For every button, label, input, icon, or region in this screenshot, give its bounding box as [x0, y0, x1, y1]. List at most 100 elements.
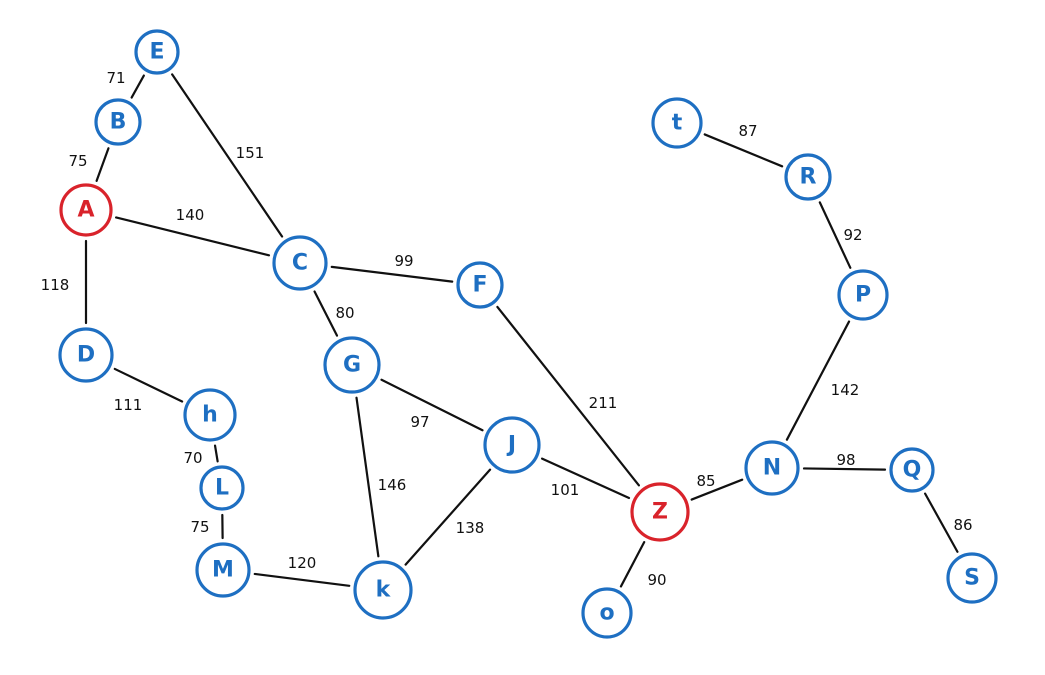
edge-c-g [313, 290, 339, 337]
edge-n-q [802, 467, 887, 471]
edge-weight-r-t: 87 [738, 122, 757, 140]
edge-a-c [114, 216, 271, 257]
edge-g-j [380, 378, 484, 432]
node-circle [323, 336, 381, 394]
node-circle [889, 447, 935, 493]
edge-e-b [130, 74, 145, 99]
node-label: R [800, 165, 817, 190]
node-circle [195, 542, 251, 598]
edge-weight-c-g: 80 [335, 304, 354, 322]
node-e: E [134, 29, 180, 75]
edge-n-p [785, 320, 851, 441]
edge-k-j [404, 468, 492, 566]
edge-weight-f-z: 211 [589, 394, 618, 412]
node-label: L [215, 476, 229, 501]
edge-weight-m-k: 120 [288, 554, 317, 572]
edge-b-a [95, 147, 110, 182]
node-label: A [77, 198, 94, 223]
node-a: A [59, 183, 113, 237]
node-label: S [964, 566, 980, 591]
node-o: o [581, 587, 633, 639]
node-circle [58, 327, 114, 383]
edge-weight-n-q: 98 [836, 451, 855, 469]
edge-weight-d-h: 111 [114, 396, 143, 414]
node-d: D [58, 327, 114, 383]
node-label: C [292, 251, 308, 276]
edge-q-s [924, 492, 959, 553]
node-circle [134, 29, 180, 75]
edge-c-f [330, 265, 454, 283]
edge-j-z [540, 457, 631, 500]
edge-weight-p-r: 92 [843, 226, 862, 244]
node-circle [183, 388, 237, 442]
edge-weight-a-d: 118 [41, 276, 70, 294]
edge-p-r [818, 201, 852, 269]
edge-weight-c-f: 99 [394, 252, 413, 270]
node-label: o [599, 601, 614, 626]
node-z: Z [630, 482, 690, 542]
edge-e-c [171, 73, 284, 238]
node-circle [581, 587, 633, 639]
node-label: k [376, 578, 392, 603]
node-label: h [202, 403, 218, 428]
node-g: G [323, 336, 381, 394]
node-circle [199, 465, 245, 511]
edge-weight-a-c: 140 [176, 206, 205, 224]
edge-h-l [213, 444, 219, 463]
node-q: Q [889, 447, 935, 493]
node-circle [456, 261, 504, 309]
node-r: R [784, 153, 832, 201]
node-n: N [744, 440, 800, 496]
node-label: P [855, 283, 871, 308]
edge-g-k [355, 396, 380, 558]
node-label: B [110, 110, 127, 135]
node-c: C [272, 235, 328, 291]
edge-weight-g-k: 146 [378, 476, 407, 494]
edge-z-o [619, 541, 646, 588]
node-s: S [946, 552, 998, 604]
edge-weight-l-m: 75 [190, 518, 209, 536]
edge-d-h [113, 367, 184, 403]
edges-layer [84, 73, 959, 588]
node-circle [784, 153, 832, 201]
node-circle [94, 98, 142, 146]
node-p: P [837, 269, 889, 321]
node-circle [946, 552, 998, 604]
node-circle [651, 97, 703, 149]
node-label: M [212, 558, 234, 583]
node-label: t [672, 111, 683, 136]
node-label: D [77, 343, 95, 368]
node-h: h [183, 388, 237, 442]
node-t: t [651, 97, 703, 149]
node-circle [744, 440, 800, 496]
node-circle [353, 560, 413, 620]
node-circle [837, 269, 889, 321]
node-label: E [149, 40, 164, 65]
edge-weight-g-j: 97 [410, 413, 429, 431]
node-label: J [506, 433, 516, 458]
edge-weight-e-c: 151 [236, 144, 265, 162]
edge-z-n [690, 478, 744, 501]
node-circle [630, 482, 690, 542]
node-l: L [199, 465, 245, 511]
edge-weight-z-o: 90 [647, 571, 666, 589]
edge-m-k [253, 572, 351, 587]
node-label: N [763, 456, 781, 481]
node-k: k [353, 560, 413, 620]
nodes-layer: E B A D C F GhL Mk J Zo N Q S P Rt [58, 29, 998, 639]
node-b: B [94, 98, 142, 146]
edge-weight-q-s: 86 [953, 516, 972, 534]
node-circle [483, 416, 541, 474]
edge-weight-e-b: 71 [106, 69, 125, 87]
node-circle [59, 183, 113, 237]
node-label: Z [652, 500, 668, 525]
node-f: F [456, 261, 504, 309]
node-label: F [472, 273, 487, 298]
edge-weight-h-l: 70 [183, 449, 202, 467]
node-j: J [483, 416, 541, 474]
node-label: Q [903, 458, 922, 483]
edge-weight-b-a: 75 [68, 152, 87, 170]
